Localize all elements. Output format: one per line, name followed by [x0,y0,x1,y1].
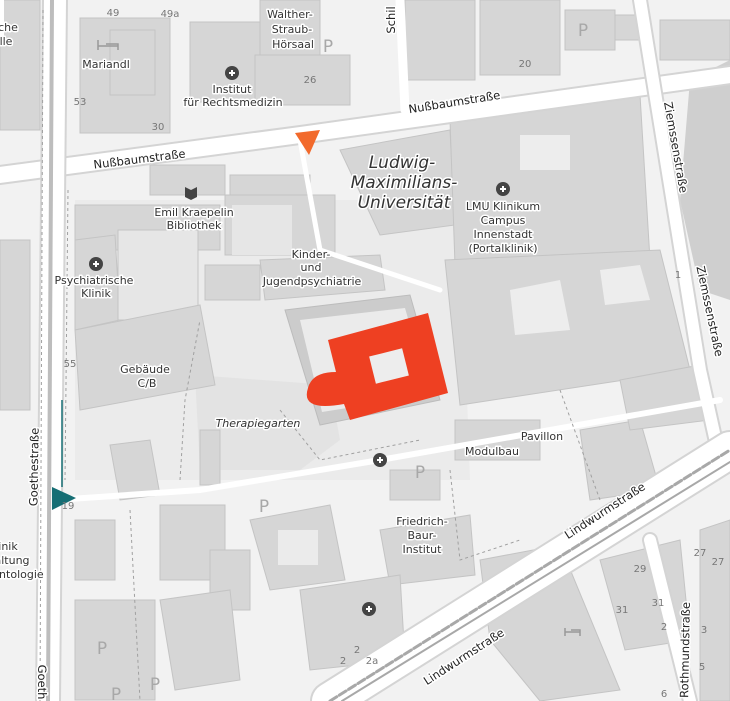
svg-text:inik: inik [0,540,18,553]
footpaths [39,9,601,701]
svg-text:Straub-: Straub- [272,23,313,36]
svg-text:Psychiatrische: Psychiatrische [55,274,134,287]
svg-text:Campus: Campus [481,214,526,227]
svg-text:Ludwig-: Ludwig- [369,153,436,173]
parking-icon: P P P P P P P [97,21,588,701]
svg-text:lle: lle [0,35,13,48]
svg-text:Gebäude: Gebäude [120,363,170,376]
house-numbers: 49 49a 26 20 53 30 55 1 29 27 27 31 31 2… [62,8,725,700]
svg-text:26: 26 [304,75,317,86]
svg-text:Mariandl: Mariandl [82,58,130,71]
svg-text:C/B: C/B [138,377,157,390]
svg-text:Klinik: Klinik [81,287,111,300]
svg-text:(Portalklinik): (Portalklinik) [468,242,537,255]
street-label-schil: Schil [384,6,398,33]
svg-text:Bibliothek: Bibliothek [167,219,222,232]
svg-text:P: P [415,463,425,483]
svg-text:Jugendpsychiatrie: Jugendpsychiatrie [262,275,362,288]
svg-text:49a: 49a [161,9,180,20]
svg-text:3: 3 [701,625,707,636]
street-label-goethe-2: Goeth [35,665,49,700]
svg-text:Pavillon: Pavillon [521,430,563,443]
svg-text:5: 5 [699,662,705,673]
svg-text:6: 6 [661,689,667,700]
svg-text:ontologie: ontologie [0,568,44,581]
bed-icon [97,40,581,636]
svg-text:20: 20 [519,59,532,70]
svg-text:29: 29 [634,564,647,575]
svg-text:für Rechtsmedizin: für Rechtsmedizin [183,96,282,109]
svg-text:P: P [259,497,269,517]
place-labels: Walther- Straub- Hörsaal Mariandl Instit… [0,7,565,583]
svg-text:P: P [150,675,160,695]
svg-text:2a: 2a [366,656,379,667]
start-marker-icon[interactable] [52,487,76,510]
therapiegarten-area [195,375,340,470]
svg-text:Maximilians-: Maximilians- [351,173,458,193]
svg-text:P: P [578,21,588,41]
svg-text:Modulbau: Modulbau [465,445,519,458]
svg-text:Baur-: Baur- [407,529,436,542]
svg-text:49: 49 [107,8,120,19]
svg-text:30: 30 [152,122,165,133]
svg-text:Hörsaal: Hörsaal [272,38,314,51]
end-marker-icon[interactable] [295,130,320,155]
svg-text:55: 55 [64,359,77,370]
svg-text:Universität: Universität [358,193,452,213]
svg-text:und: und [301,261,322,274]
book-icon [185,187,197,200]
svg-text:27: 27 [712,557,725,568]
svg-text:Walther-: Walther- [267,8,313,21]
svg-text:1: 1 [675,270,681,281]
svg-text:27: 27 [694,548,707,559]
hospital-cross-icon [89,66,510,616]
street-label-rothmund: Rothmundstraße [677,602,693,698]
svg-text:53: 53 [74,97,87,108]
svg-text:Institut: Institut [403,543,443,556]
svg-text:P: P [323,37,333,57]
svg-text:Therapiegarten: Therapiegarten [216,417,301,430]
svg-text:P: P [97,639,107,659]
svg-text:19: 19 [62,501,75,512]
svg-text:P: P [111,685,121,701]
svg-text:LMU Klinikum: LMU Klinikum [466,200,540,213]
svg-text:Innenstadt: Innenstadt [473,228,533,241]
svg-text:2: 2 [354,645,360,656]
svg-text:Friedrich-: Friedrich- [396,515,447,528]
svg-text:2: 2 [340,656,346,667]
svg-text:Kinder-: Kinder- [292,248,331,261]
svg-text:31: 31 [616,605,629,616]
park-area [680,60,730,300]
svg-text:Institut: Institut [213,83,253,96]
svg-text:2: 2 [661,622,667,633]
svg-text:che: che [0,21,18,34]
highlighted-building-courtyard [369,348,409,384]
svg-text:Emil Kraepelin: Emil Kraepelin [154,206,233,219]
street-label-goethe-1: Goethestraße [26,428,41,507]
svg-text:altung: altung [0,554,30,567]
svg-text:31: 31 [652,598,665,609]
